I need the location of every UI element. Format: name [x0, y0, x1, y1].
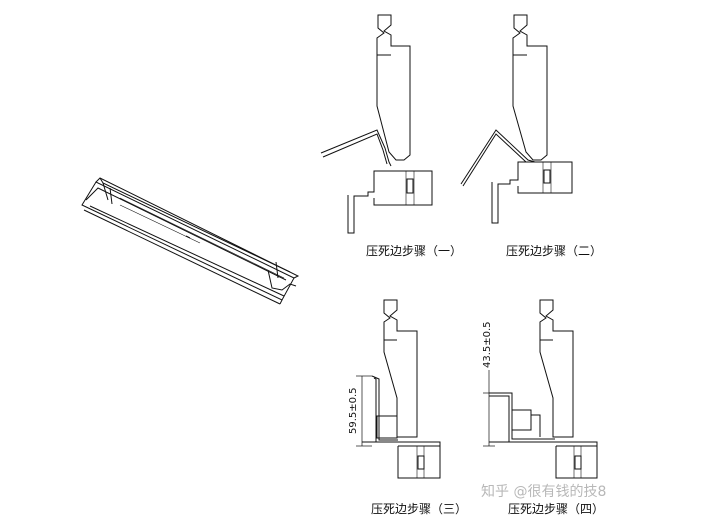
lower-die — [489, 441, 598, 446]
punch-upper-tool — [383, 299, 418, 438]
step-3-dimension-label: 59.5±0.5 — [348, 387, 359, 434]
sheet-workpiece — [320, 129, 392, 167]
watermark: 知乎 @很有钱的技8 — [481, 484, 607, 500]
step-4-caption: 压死边步骤（四） — [508, 502, 605, 516]
step-2-caption: 压死边步骤（二） — [506, 244, 603, 258]
step-3-caption: 压死边步骤（三） — [371, 502, 468, 516]
punch-upper-tool — [539, 299, 574, 438]
lower-die — [362, 441, 441, 446]
sheet-workpiece — [489, 392, 555, 440]
step-4-drawing — [483, 299, 598, 479]
punch-upper-tool — [376, 14, 411, 161]
punch-upper-tool — [512, 14, 548, 161]
step-1-caption: 压死边步骤（一） — [366, 244, 463, 258]
step-2-drawing — [460, 14, 573, 224]
step-1-drawing — [320, 14, 433, 234]
step-3-drawing — [356, 299, 441, 479]
sheet-workpiece — [371, 375, 398, 441]
lower-die — [347, 170, 433, 234]
step-4-dimension-label: 43.5±0.5 — [482, 321, 493, 368]
lower-die — [491, 161, 573, 224]
isometric-profile-view — [81, 177, 300, 305]
sheet-workpiece — [460, 129, 536, 185]
